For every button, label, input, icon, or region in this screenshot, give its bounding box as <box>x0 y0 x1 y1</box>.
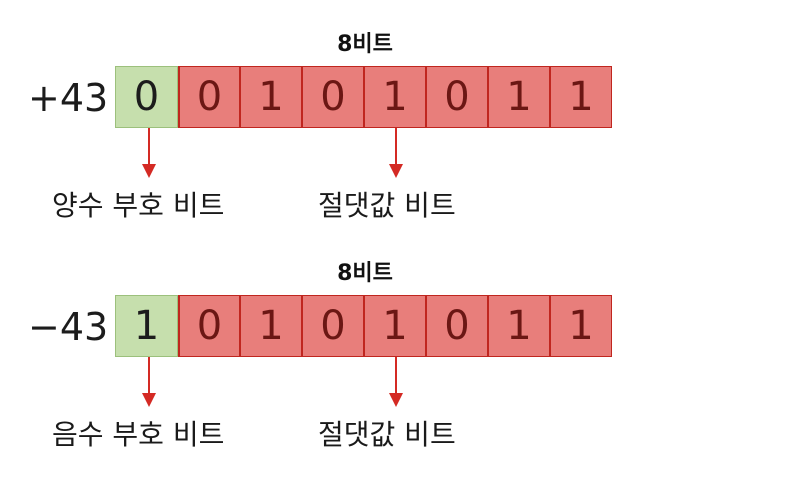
sign-bit-label: 음수 부호 비트 <box>52 418 225 451</box>
sign-arrow-icon <box>142 128 156 178</box>
magnitude-bit-cell: 1 <box>364 295 426 357</box>
magnitude-arrow-icon <box>389 128 403 178</box>
magnitude-bit-cell: 1 <box>240 295 302 357</box>
bit-width-title: 8비트 <box>337 32 393 57</box>
bit-diagram-negative: 8비트 −43 1 0 1 0 1 0 1 1 음수 부호 비트 절댓값 비트 <box>0 229 796 459</box>
sign-arrow-icon <box>142 357 156 407</box>
sign-bit-cell: 1 <box>115 295 178 357</box>
magnitude-bit-cell: 1 <box>488 66 550 128</box>
magnitude-bit-label: 절댓값 비트 <box>318 189 456 222</box>
number-label: −43 <box>28 305 109 349</box>
magnitude-bit-cell: 1 <box>550 66 612 128</box>
magnitude-bit-cell: 0 <box>178 66 240 128</box>
magnitude-bit-cell: 1 <box>550 295 612 357</box>
magnitude-bit-cell: 1 <box>488 295 550 357</box>
bit-width-title: 8비트 <box>337 261 393 286</box>
magnitude-bit-cell: 0 <box>178 295 240 357</box>
sign-bit-cell: 0 <box>115 66 178 128</box>
magnitude-arrow-icon <box>389 357 403 407</box>
sign-bit-label: 양수 부호 비트 <box>52 189 225 222</box>
bit-row: 1 0 1 0 1 0 1 1 <box>115 295 612 357</box>
magnitude-bit-cell: 0 <box>426 66 488 128</box>
magnitude-bit-cell: 1 <box>364 66 426 128</box>
magnitude-bit-cell: 1 <box>240 66 302 128</box>
magnitude-bit-cell: 0 <box>302 295 364 357</box>
magnitude-bit-label: 절댓값 비트 <box>318 418 456 451</box>
bit-row: 0 0 1 0 1 0 1 1 <box>115 66 612 128</box>
magnitude-bit-cell: 0 <box>426 295 488 357</box>
magnitude-bit-cell: 0 <box>302 66 364 128</box>
number-label: +43 <box>28 76 109 120</box>
bit-diagram-positive: 8비트 +43 0 0 1 0 1 0 1 1 양수 부호 비트 절댓값 비트 <box>0 0 796 230</box>
